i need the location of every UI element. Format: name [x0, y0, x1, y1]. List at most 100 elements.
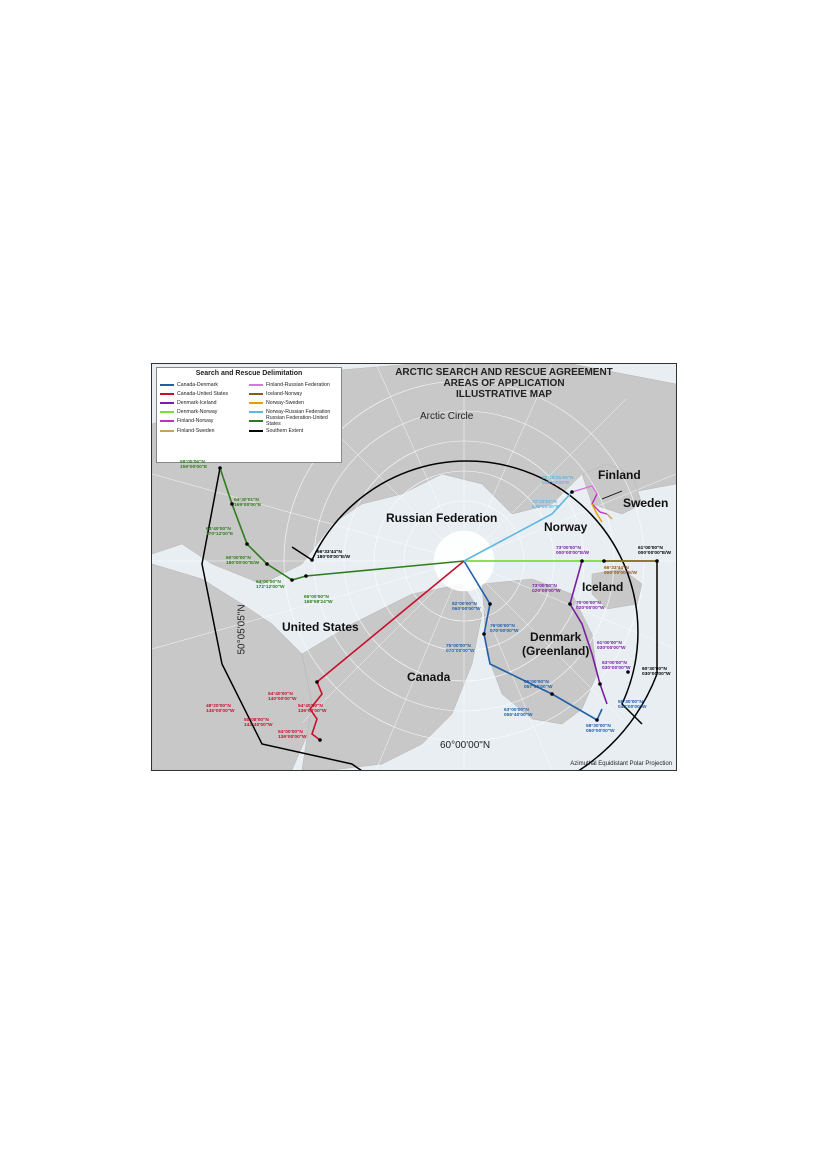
projection-label: Azimuthal Equidistant Polar Projection	[570, 761, 672, 767]
coord-lon: 145°00'00"W	[206, 709, 235, 715]
meridians	[152, 364, 676, 770]
finland-russia-boundary	[571, 485, 598, 495]
country-label-denmark-name: Denmark	[529, 630, 582, 644]
legend-item: Canada-Denmark	[160, 380, 249, 389]
denmark-iceland-boundary	[569, 560, 608, 705]
legend-item: Denmark-Norway	[160, 408, 249, 417]
boundary-vertices	[218, 466, 659, 742]
coord-lat: 60°00'00"N	[226, 556, 251, 561]
coord-lat: 82°00'00"N	[452, 602, 477, 607]
southern-extent-west-join	[291, 546, 313, 561]
coord-lat: 58°30'00"N	[618, 700, 643, 705]
coord-lat: 70°18'25.89"N	[542, 476, 574, 481]
coord-lat: 54°40'00"N	[298, 704, 323, 709]
coord-lon: 043°00'00"W	[618, 705, 647, 711]
legend-swatch	[249, 429, 263, 432]
coord-lat: 58°30'00"N	[586, 724, 611, 729]
legend-swatch	[160, 411, 174, 414]
coord-lon: 136°00'00"W	[278, 735, 307, 741]
country-label-iceland: Iceland	[582, 580, 624, 594]
coord-lat: 65°00'00"N	[304, 595, 329, 600]
country-label-united-states: United States	[282, 620, 359, 634]
legend-swatch	[160, 392, 174, 395]
coord-lat: 73°00'00"N	[556, 546, 581, 551]
legend-item: Finland-Norway	[160, 417, 249, 426]
coord-lon: 038°00'00"E	[532, 505, 560, 511]
legend-item: Canada-United States	[160, 389, 249, 398]
coord-lon: 050°00'00"W	[586, 729, 615, 735]
legend-label: Norway-Russian Federation	[266, 409, 331, 416]
coord-lat: 50°08'00"N	[244, 718, 269, 723]
coord-lon: 020°00'00"W	[532, 589, 561, 595]
map-legend: Search and Rescue Delimitation Canada-De…	[156, 367, 342, 463]
arctic-circle-label: Arctic Circle	[420, 411, 474, 422]
coord-lon: 032°04'33"E	[542, 481, 570, 487]
coord-lat: 48°20'00"N	[206, 704, 231, 709]
legend-swatch	[160, 420, 174, 423]
legend-label: Russian Federation-United States	[266, 415, 328, 428]
coord-lat: 75°00'00"N	[446, 644, 471, 649]
coord-lon: 136°00'00"W	[298, 709, 327, 715]
map-title-line: ILLUSTRATIVE MAP	[456, 389, 552, 400]
coord-lat: 72°23'01"N	[532, 500, 557, 505]
legend-item: Denmark-Iceland	[160, 398, 249, 407]
legend-label: Finland-Russian Federation	[266, 381, 330, 388]
coord-lon: 140°00'00"W	[268, 697, 297, 703]
country-label-russia: Russian Federation	[386, 511, 498, 525]
legend-item: Norway-Russian Federation	[249, 408, 338, 417]
legend-item: Southern Extent	[249, 426, 338, 435]
legend-label: Denmark-Iceland	[177, 399, 217, 406]
legend-item: Iceland-Norway	[249, 389, 338, 398]
map-canvas	[152, 364, 676, 770]
coord-lon: 172°12'00"W	[256, 585, 285, 591]
coord-lat: 76°00'00"N	[490, 624, 515, 629]
coord-lon: 000°00'00"E/W	[638, 551, 672, 557]
finland-sweden-boundary	[606, 513, 613, 520]
finland-norway-boundary	[591, 493, 608, 515]
coord-lat: 66°33'44"N	[604, 566, 629, 571]
coord-lat: 64°00'00"N	[256, 580, 281, 585]
coord-lat: 61°00'00"N	[638, 546, 663, 551]
coord-lon: 055°40'00"W	[504, 713, 533, 719]
country-label-denmark: Denmark (Greenland)	[522, 630, 589, 658]
coord-lat: 58°05'06"N	[180, 460, 205, 465]
coord-lat: 70°00'00"N	[576, 601, 601, 606]
land-masses	[152, 364, 676, 770]
coord-lon: 159°00'00"E	[180, 465, 208, 471]
legend-item: Finland-Sweden	[160, 426, 249, 435]
norway-sweden-boundary	[591, 503, 603, 523]
coord-lon: 180°00'00"E/W	[317, 555, 351, 561]
legend-swatch	[249, 392, 263, 395]
arctic-sar-map: Search and Rescue Delimitation Canada-De…	[151, 363, 677, 771]
country-label-norway: Norway	[544, 520, 588, 534]
legend-swatch	[249, 411, 263, 414]
legend-label: Southern Extent	[266, 427, 304, 434]
coord-lon: 057°45'00"W	[524, 685, 553, 691]
country-label-sweden: Sweden	[623, 496, 669, 510]
coord-lon: 000°00'00"E/W	[556, 551, 590, 557]
coord-lat: 60°30'00"N	[642, 667, 667, 672]
